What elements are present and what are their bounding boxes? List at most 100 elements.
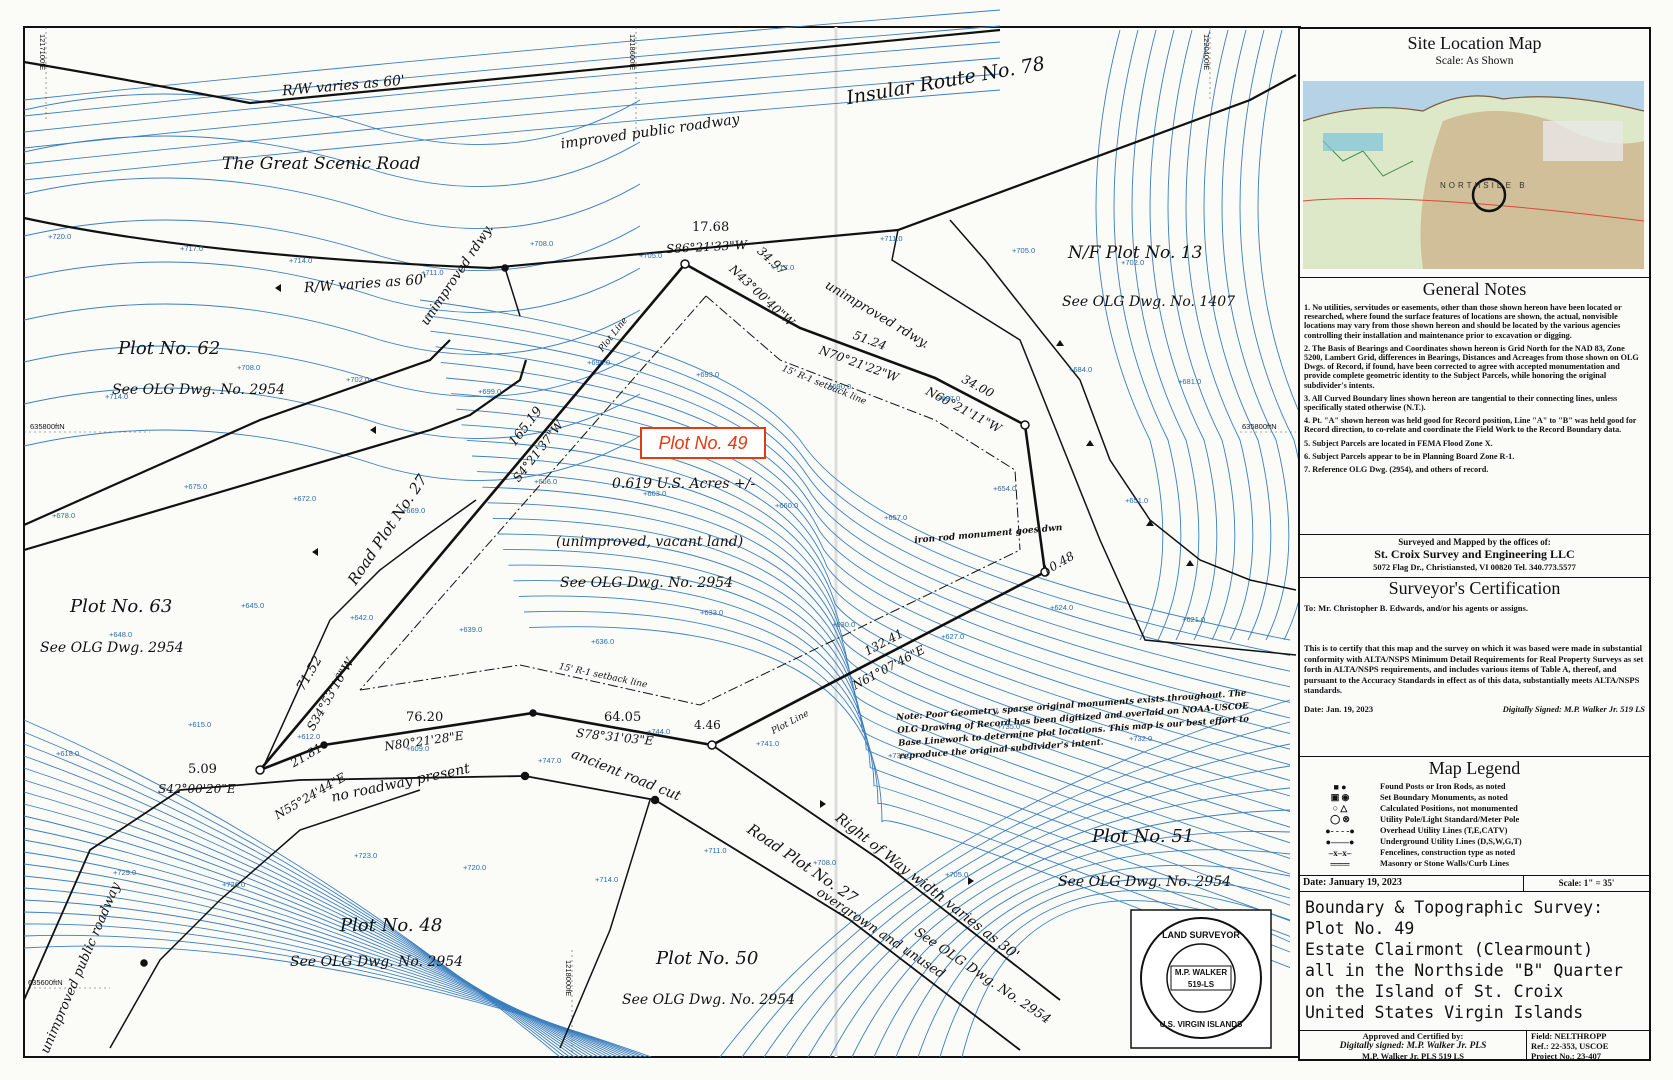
elevation-spot: +717.0 [771,263,795,272]
elevation-spot: +741.0 [756,739,780,748]
contour-line [471,455,1291,797]
elevation-spot: +663.0 [643,489,667,498]
bearing-11-dist: 4.46 [694,718,721,732]
plot-49-status: (unimproved, vacant land) [556,534,744,550]
plot-48-ref: See OLG Dwg. No. 2954 [290,954,464,970]
contour-line [23,429,641,481]
plot-48-name: Plot No. 48 [340,915,443,936]
contour-line [23,177,641,229]
elevation-spot: +738.0 [888,751,912,760]
survey-line-quarter: all in the Northside "B" Quarter [1305,961,1623,980]
note-1: 1. No utilities, servitudes or easements… [1304,303,1622,340]
contour-line [445,377,1291,719]
grid-lines [24,27,1296,1057]
elevation-spot: +726.0 [222,880,246,889]
plot-51-name: Plot No. 51 [1092,826,1195,847]
plot-49-acres: 0.619 U.S. Acres +/- [612,476,756,492]
elevation-spot: +648.0 [109,630,133,639]
wall-icon: ═══ [1330,858,1350,869]
elevation-spot: +714.0 [105,392,129,401]
ref-label: Ref.: 22-353, USCOE [1531,1041,1609,1051]
elevation-spot: +720.0 [48,232,72,241]
contour-line [23,41,1001,133]
elevation-spot: +705.0 [639,251,663,260]
contour-line [1131,29,1200,641]
contour-line [23,803,594,1058]
contour-lines [23,9,1326,1058]
plot-49-ref: See OLG Dwg. No. 2954 [560,575,734,591]
grid-n-left: 635800ftN [30,422,65,431]
contour-line [503,549,1291,891]
contour-line [529,626,1291,969]
contour-line [477,471,1291,813]
legend-row: ○ △Calculated Positions, not monumented [1300,803,1649,814]
contour-line [451,393,1291,735]
approved-signature: Digitally signed: M.P. Walker Jr. PLS [1339,1041,1487,1051]
site-map-title: Site Location Map [1407,33,1542,53]
survey-line-estate: Estate Clairmont (Clearmount) [1305,940,1594,959]
elevation-spot: +633.0 [700,608,724,617]
contour-line [23,945,652,1058]
contour-line [1221,29,1290,641]
cert-signature: Digitally Signed: M.P. Walker Jr. 519 LS [1502,703,1645,714]
contour-line [23,791,590,1058]
elevation-spot: +666.0 [534,477,558,486]
note-5: 5. Subject Parcels are located in FEMA F… [1304,438,1493,448]
survey-line-island: on the Island of St. Croix [1305,982,1564,1001]
contour-line [939,889,1291,1058]
seal-top-text: LAND SURVEYOR [1162,930,1240,940]
elevation-spot: +705.0 [945,870,969,879]
bearing-13-brg: S42°00'20"E [158,782,236,796]
bearing-10-dist: 64.05 [604,710,642,725]
contour-line [508,564,1291,906]
contour-line [807,787,1291,1058]
survey-line-country: United States Virgin Islands [1305,1003,1584,1022]
setback-lines [359,295,1021,706]
note-3: 3. All Curved Boundary lines shown hereo… [1304,393,1618,413]
contour-line [492,517,1291,859]
elevation-spot: +717.0 [180,244,204,253]
general-notes-title: General Notes [1422,279,1527,299]
certification-section: Surveyor's Certification To: Mr. Christo… [1300,577,1649,757]
cert-to: To: Mr. Christopher B. Edwards, and/or h… [1304,603,1528,613]
site-map-place-label: NORTHSIDE B [1440,181,1528,190]
monuments [140,259,1050,967]
site-map-scale: Scale: As Shown [1435,55,1514,67]
legend-row: –x–x–Fencelines, construction type as no… [1300,847,1649,858]
grid-e-bottom: 1218000fE [564,960,573,997]
contour-line [917,878,1291,1058]
contour-line [763,743,1291,1058]
contour-line [1113,29,1182,641]
contour-line [23,25,1001,117]
scenic-road-label: The Great Scenic Road [222,154,421,174]
field-label: Field: NELTHROPP [1531,1031,1607,1041]
contour-line [466,439,1291,781]
plot-50-name: Plot No. 50 [656,948,759,969]
legend-section: Map Legend ■ ●Found Posts or Iron Rods, … [1300,757,1649,876]
elevation-spot: +651.0 [1125,496,1149,505]
contour-line [741,721,1291,1058]
elevation-spot: +714.0 [289,256,313,265]
contour-line [895,864,1291,1058]
underground-line-icon: ●——● [1325,836,1355,847]
grid-e-left: 1217100fE [38,34,47,71]
survey-title: Boundary & Topographic Survey: [1305,898,1604,917]
elevation-spot: +702.0 [1121,258,1145,267]
survey-title-section: Boundary & Topographic Survey: Plot No. … [1300,891,1649,1031]
survey-line-plot: Plot No. 49 [1305,919,1415,938]
contour-line [456,408,1291,750]
elevation-spot: +639.0 [459,625,483,634]
road-tick-marks [275,284,1194,885]
elevation-spot: +708.0 [530,239,554,248]
surveyed-by-section: Surveyed and Mapped by the offices of: S… [1300,535,1649,578]
title-block: Site Location Map Scale: As Shown NORTHS… [1298,27,1651,1061]
company-address: 5072 Flag Dr., Christiansted, VI 00820 T… [1373,562,1576,572]
elevation-spot: +720.0 [463,863,487,872]
legend-row: ●——●Underground Utility Lines (D,S,W,G,T… [1300,836,1649,847]
elevation-spot: +672.0 [293,494,317,503]
elevation-spot: +669.0 [402,506,426,515]
elevation-spot: +687.0 [937,394,961,403]
elevation-spot: +630.0 [832,620,856,629]
contour-line [23,827,604,1058]
